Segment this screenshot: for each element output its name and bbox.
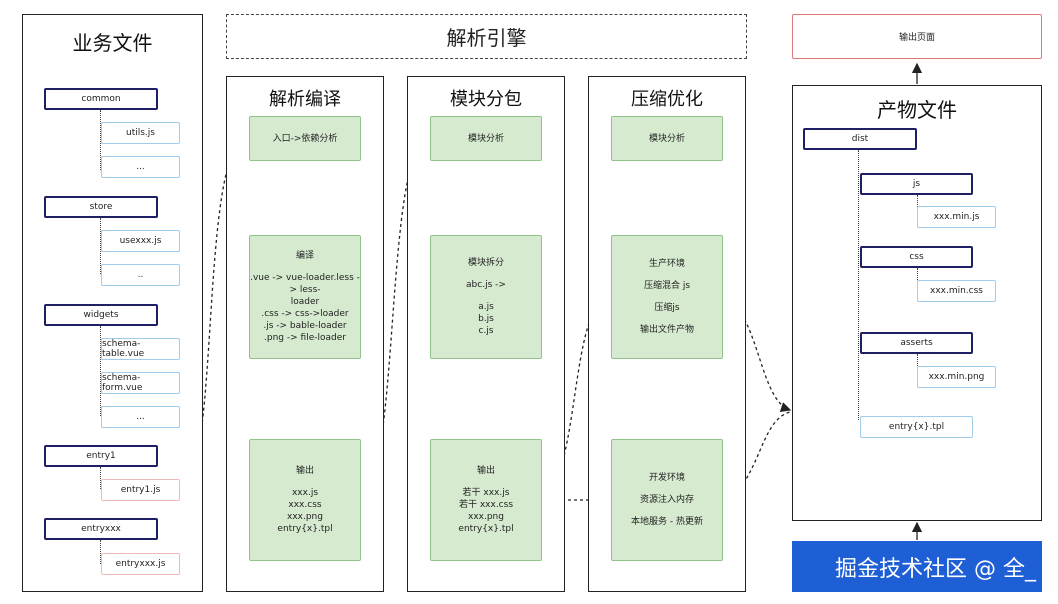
output-line: xxx.css xyxy=(288,500,322,510)
tree-line xyxy=(917,354,918,368)
split-line: 模块拆分 xyxy=(467,258,504,268)
compile-line: .vue -> vue-loader.less -> less- xyxy=(250,273,360,295)
entry-dependency-box: 入口->依赖分析 xyxy=(249,116,361,161)
tree-line xyxy=(100,218,101,274)
output-line: 输出 xyxy=(476,466,495,476)
file-placeholder: ... xyxy=(101,156,180,178)
file-entry1-js[interactable]: entry1.js xyxy=(101,479,180,501)
file-usexxx-js[interactable]: usexxx.js xyxy=(101,230,180,252)
output-line: entry{x}.tpl xyxy=(277,524,333,534)
file-xxx-min-js[interactable]: xxx.min.js xyxy=(917,206,996,228)
output-line: 若干 xxx.css xyxy=(458,500,514,510)
tree-line xyxy=(100,326,101,416)
tree-line xyxy=(858,150,859,420)
prod-line: 生产环境 xyxy=(648,259,685,269)
watermark-banner: 掘金技术社区 @ 全_ xyxy=(792,541,1042,592)
parse-engine-header: 解析引擎 xyxy=(226,14,747,59)
dev-line: 本地服务 - 热更新 xyxy=(631,517,703,527)
compile-line: .css -> css->loader xyxy=(261,309,349,319)
development-env-box: 开发环境 资源注入内存 本地服务 - 热更新 xyxy=(611,439,723,561)
artifacts-title: 产物文件 xyxy=(877,98,957,122)
tree-line xyxy=(100,540,101,564)
dev-line: 开发环境 xyxy=(648,473,685,483)
split-line: abc.js -> xyxy=(466,280,506,290)
file-schema-table-vue[interactable]: schema-table.vue xyxy=(101,338,180,360)
output-line: xxx.png xyxy=(468,512,504,522)
tree-line xyxy=(100,467,101,489)
output-line: entry{x}.tpl xyxy=(458,524,514,534)
output-line: xxx.png xyxy=(287,512,323,522)
production-env-box: 生产环境 压缩混合 js 压缩js 输出文件产物 xyxy=(611,235,723,359)
folder-entryxxx[interactable]: entryxxx xyxy=(44,518,158,540)
output-page-box: 输出页面 xyxy=(792,14,1042,59)
file-placeholder: ... xyxy=(101,406,180,428)
compile-line: 编译 xyxy=(295,251,314,261)
split-output-box: 输出 若干 xxx.js 若干 xxx.css xxx.png entry{x}… xyxy=(430,439,542,561)
compress-analyze-box: 模块分析 xyxy=(611,116,723,161)
tree-line xyxy=(917,268,918,284)
folder-entry1[interactable]: entry1 xyxy=(44,445,158,467)
module-split-box: 模块拆分 abc.js -> a.js b.js c.js xyxy=(430,235,542,359)
split-line: c.js xyxy=(478,326,494,336)
dev-line: 资源注入内存 xyxy=(639,495,694,505)
artifacts-panel: 产物文件 xyxy=(792,85,1042,521)
output-line: 若干 xxx.js xyxy=(462,488,510,498)
prod-line: 压缩混合 js xyxy=(643,281,691,291)
split-line: a.js xyxy=(478,302,494,312)
parse-compile-title: 解析编译 xyxy=(269,89,341,110)
folder-css[interactable]: css xyxy=(860,246,973,268)
split-analyze-box: 模块分析 xyxy=(430,116,542,161)
compile-line: .png -> file-loader xyxy=(264,333,346,343)
business-files-title: 业务文件 xyxy=(72,31,153,55)
tree-line xyxy=(100,110,101,170)
folder-common[interactable]: common xyxy=(44,88,158,110)
file-xxx-min-css[interactable]: xxx.min.css xyxy=(917,280,996,302)
folder-dist[interactable]: dist xyxy=(803,128,917,150)
folder-js[interactable]: js xyxy=(860,173,973,195)
file-placeholder: .. xyxy=(101,264,180,286)
module-split-title: 模块分包 xyxy=(450,89,522,110)
prod-line: 压缩js xyxy=(654,303,680,313)
compile-line: .js -> bable-loader xyxy=(263,321,347,331)
split-line: b.js xyxy=(478,314,494,324)
folder-widgets[interactable]: widgets xyxy=(44,304,158,326)
file-entryxxx-js[interactable]: entryxxx.js xyxy=(101,553,180,575)
parse-output-box: 输出 xxx.js xxx.css xxx.png entry{x}.tpl xyxy=(249,439,361,561)
output-line: xxx.js xyxy=(291,488,319,498)
output-line: 输出 xyxy=(295,466,314,476)
file-schema-form-vue[interactable]: schema-form.vue xyxy=(101,372,180,394)
prod-line: 输出文件产物 xyxy=(639,325,694,335)
compile-line: loader xyxy=(290,297,320,307)
compress-optimize-title: 压缩优化 xyxy=(631,89,703,110)
folder-asserts[interactable]: asserts xyxy=(860,332,973,354)
folder-store[interactable]: store xyxy=(44,196,158,218)
file-utils-js[interactable]: utils.js xyxy=(101,122,180,144)
file-xxx-min-png[interactable]: xxx.min.png xyxy=(917,366,996,388)
compile-box: 编译 .vue -> vue-loader.less -> less- load… xyxy=(249,235,361,359)
file-entry-tpl[interactable]: entry{x}.tpl xyxy=(860,416,973,438)
